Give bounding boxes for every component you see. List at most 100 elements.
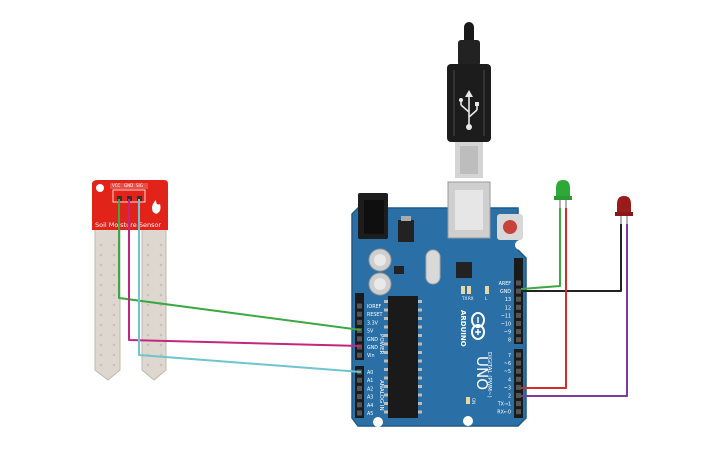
mounting-hole (463, 416, 473, 426)
pin-label-vcc: VCC (112, 183, 121, 188)
wire-gnd-to-gnd[interactable] (128, 199, 362, 347)
header-pin[interactable] (516, 384, 521, 390)
pin-label: ~5 (504, 369, 511, 375)
pin-label: GND (367, 345, 378, 351)
crystal-oscillator (425, 249, 441, 285)
atmega-chip (388, 296, 418, 418)
pin-label: Vin (367, 353, 375, 359)
wire-led-cathodes-to-gnd[interactable] (521, 224, 622, 292)
pin-label-gnd: GND (124, 183, 133, 188)
pin-label: A1 (367, 378, 373, 384)
power-header (355, 293, 364, 360)
model-label: UNO (473, 356, 491, 390)
wire-vcc-to-5v[interactable] (118, 199, 362, 331)
arduino-uno-board[interactable]: TX RX L ARDUINO UNO ON POWER ANALOG IN D… (351, 181, 527, 427)
sensor-pin-vcc[interactable] (117, 196, 122, 201)
on-label: ON (471, 398, 476, 404)
wires (118, 199, 628, 397)
capacitor (368, 248, 392, 272)
header-pin[interactable] (357, 410, 362, 416)
voltage-regulator (398, 220, 414, 242)
wire-green-led-cathode[interactable] (520, 208, 561, 290)
pin-label: A2 (367, 386, 373, 392)
mounting-hole (373, 417, 383, 427)
header-pin[interactable] (516, 296, 521, 302)
power-header-title: POWER (378, 334, 384, 355)
pin-label: A4 (367, 403, 373, 409)
header-pin[interactable] (357, 344, 362, 350)
header-pin[interactable] (516, 288, 521, 294)
analog-header-title: ANALOG IN (378, 380, 384, 411)
pin-label: ~9 (504, 330, 511, 336)
analog-header (355, 366, 364, 418)
header-pin[interactable] (516, 376, 521, 382)
pin-label: 2 (508, 394, 511, 400)
header-pin[interactable] (516, 312, 521, 318)
header-pin[interactable] (516, 401, 521, 407)
header-pin[interactable] (516, 304, 521, 310)
digital-header-bottom (514, 349, 523, 418)
pin-label: 8 (508, 338, 511, 344)
header-pin[interactable] (357, 336, 362, 342)
on-led (466, 397, 470, 404)
reset-button[interactable] (497, 214, 523, 240)
pin-label: AREF (499, 281, 512, 287)
header-pin[interactable] (357, 303, 362, 309)
wire-sig-to-a0[interactable] (138, 199, 362, 373)
header-pin[interactable] (357, 352, 362, 358)
mounting-hole (515, 240, 525, 250)
pin-label: ~10 (501, 322, 511, 328)
sensor-brand-flame-icon (152, 200, 161, 214)
digital-header-title: DIGITAL (PWM~) (486, 352, 492, 398)
header-pin[interactable] (357, 319, 362, 325)
capacitor (368, 272, 392, 296)
pin-label: IOREF (367, 304, 382, 310)
pin-label: A3 (367, 395, 373, 401)
pin-label: 7 (508, 353, 511, 359)
l-label: L (485, 296, 488, 301)
header-pin[interactable] (516, 393, 521, 398)
sensor-pin-gnd[interactable] (127, 196, 132, 201)
pin-label: ~3 (504, 385, 511, 391)
pin-label: 12 (505, 305, 511, 311)
pin-label: 4 (508, 377, 511, 383)
pin-label: A0 (367, 370, 373, 376)
usb-icon (459, 90, 479, 130)
header-pin[interactable] (516, 337, 521, 343)
brand-label: ARDUINO (459, 310, 467, 347)
pin-label: ~11 (501, 313, 511, 319)
usb-cable[interactable] (447, 22, 491, 178)
usb-chip (456, 262, 472, 278)
pin-label: RX←0 (497, 410, 511, 416)
header-pin[interactable] (516, 280, 521, 286)
tx-label: TX (461, 296, 467, 301)
pin-label: 13 (505, 297, 511, 303)
usb-plug-collar (458, 40, 480, 66)
header-pin[interactable] (516, 352, 521, 358)
wire-red-led-anode-to-pin2[interactable] (521, 224, 628, 397)
header-pin[interactable] (516, 329, 521, 335)
header-pin[interactable] (516, 368, 521, 374)
pin-label: ~6 (504, 361, 511, 367)
pin-label: 3.3V (367, 320, 379, 326)
header-pin[interactable] (357, 402, 362, 408)
pin-label: TX→1 (497, 402, 511, 408)
sensor-pin-sig[interactable] (137, 196, 142, 201)
sensor-probe-left (94, 225, 121, 381)
green-led[interactable] (554, 180, 572, 208)
arduino-logo (471, 312, 485, 340)
header-pin[interactable] (357, 377, 362, 383)
header-pin[interactable] (357, 311, 362, 317)
pin-label: RESET (367, 312, 382, 318)
wire-green-led-anode-to-pin3[interactable] (521, 208, 567, 389)
pin-label: A5 (367, 411, 373, 417)
red-led[interactable] (615, 196, 633, 224)
header-pin[interactable] (516, 321, 521, 326)
header-pin[interactable] (516, 409, 521, 415)
header-pin[interactable] (516, 360, 521, 366)
header-pin[interactable] (357, 385, 362, 391)
header-pin[interactable] (357, 394, 362, 400)
pin-label-sig: SIG (136, 183, 143, 188)
